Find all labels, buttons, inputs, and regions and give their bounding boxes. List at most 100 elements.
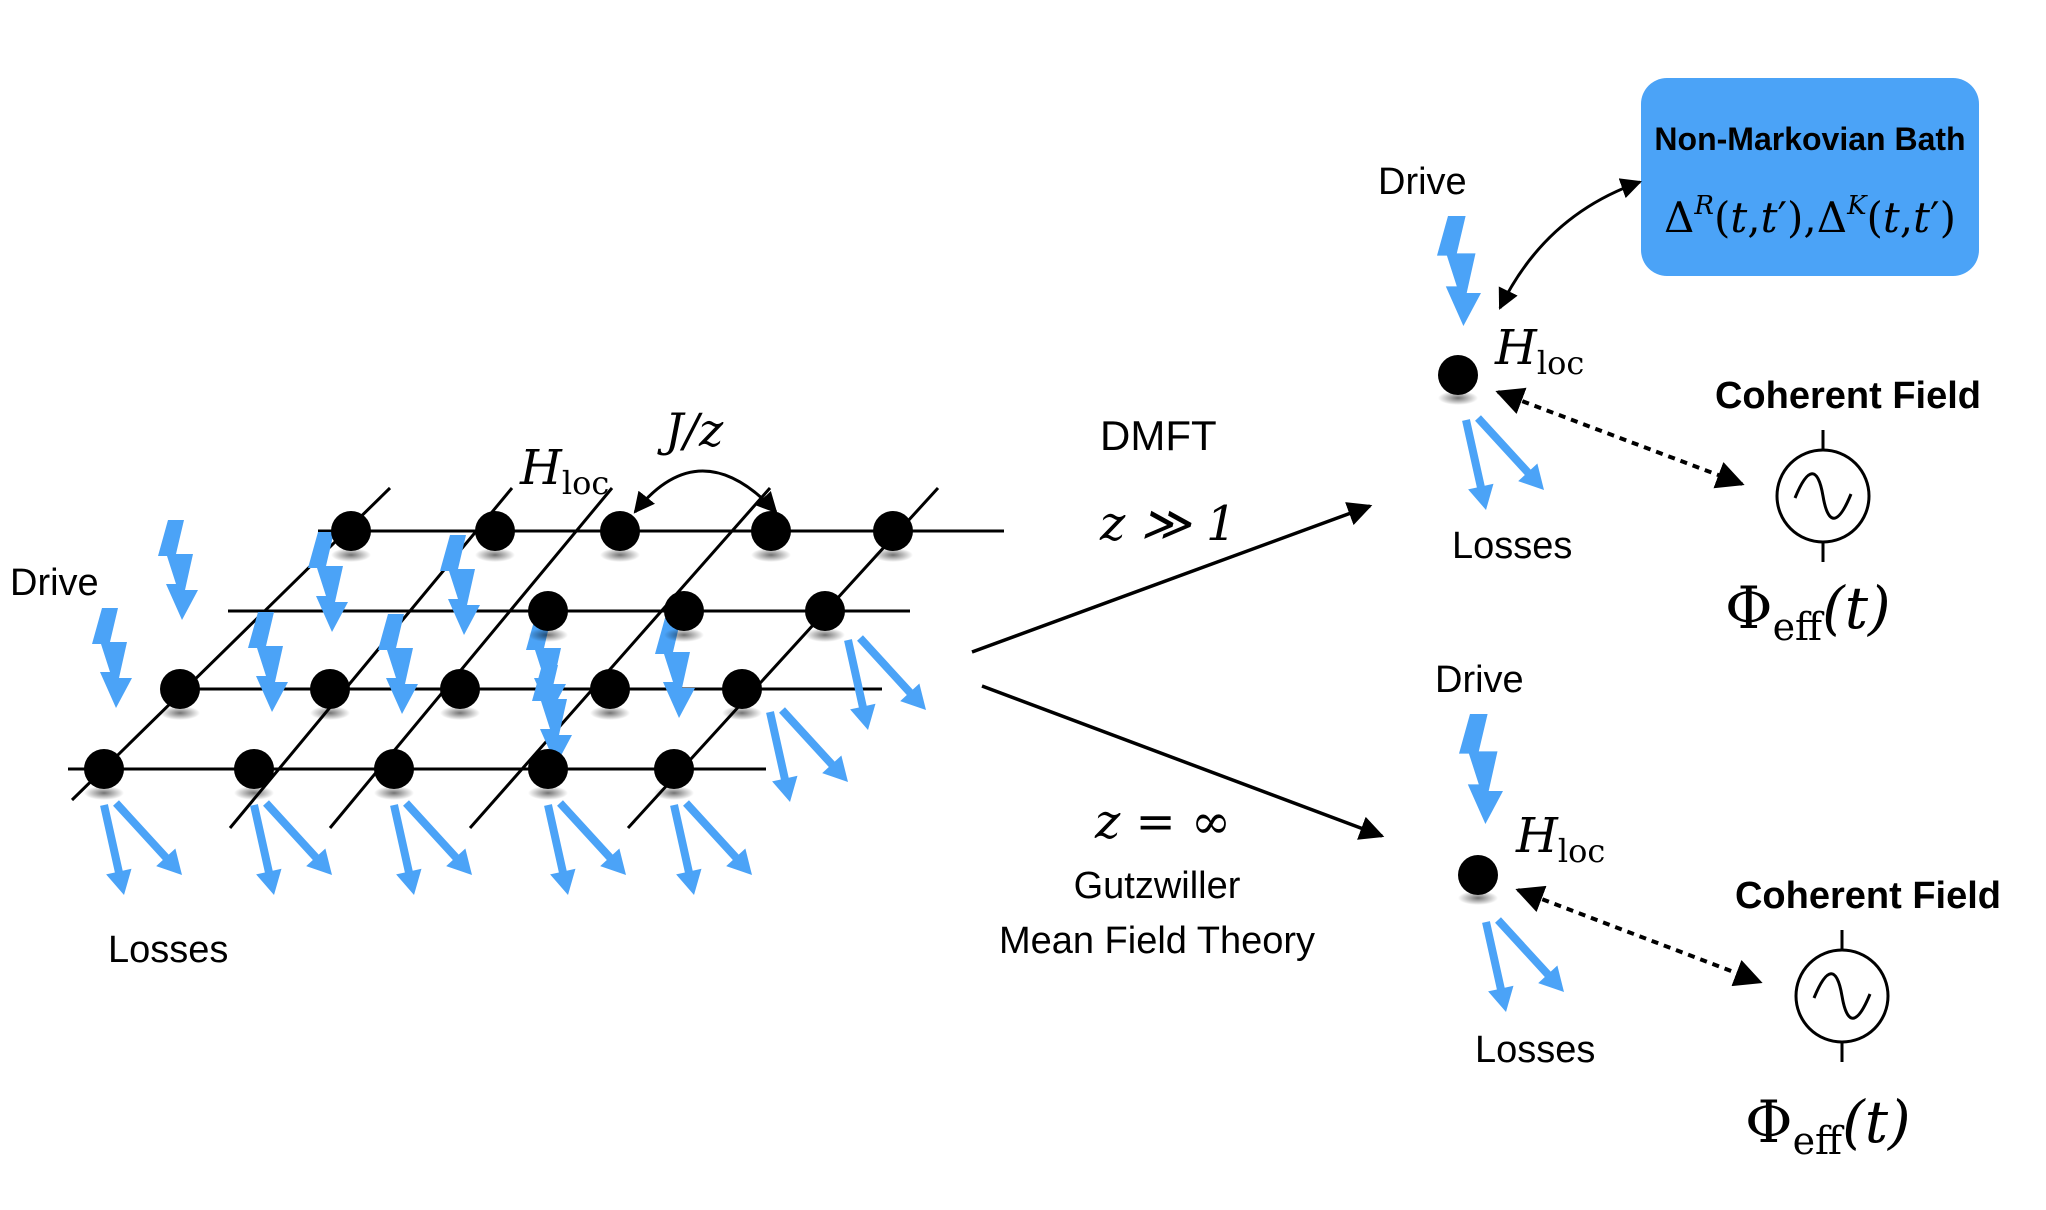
dmft-site-shadow [1438, 391, 1478, 405]
lattice-loss-arrows [100, 635, 926, 895]
lattice-site-shadow [440, 706, 480, 720]
loss-arrow [1462, 419, 1494, 510]
gutzwiller-label-line1: Gutzwiller [1074, 865, 1241, 907]
lattice-site [234, 749, 274, 789]
loss-arrow [100, 804, 132, 895]
dmft-coherent-field-title: Coherent Field [1715, 375, 1981, 417]
loss-arrow [670, 804, 702, 895]
dmft-local-hamiltonian-label: Hloc [1494, 320, 1584, 382]
lattice-site [440, 669, 480, 709]
lattice-site [84, 749, 124, 789]
lattice-sites [84, 511, 913, 800]
lattice-site-shadow [751, 548, 791, 562]
lattice-site [654, 749, 694, 789]
bath-title: Non-Markovian Bath [1654, 121, 1965, 157]
lightning-bolt-icon [158, 520, 198, 620]
hopping-arc [633, 469, 778, 514]
lattice-site [475, 511, 515, 551]
lightning-bolt-icon [248, 612, 288, 712]
gutzwiller-branch-arrow [981, 684, 1385, 840]
loss-arrow [263, 800, 332, 875]
gutzwiller-condition-label: z = ∞ [1094, 794, 1231, 850]
dmft-losses-label: Losses [1452, 525, 1572, 567]
gutzwiller-label-line2: Mean Field Theory [999, 920, 1315, 962]
lattice-site-shadow [160, 706, 200, 720]
loss-arrow [1495, 917, 1564, 992]
bath-coupling-arrow [1498, 178, 1642, 310]
dmft-drive-label: Drive [1378, 161, 1467, 203]
bath-formula: ΔR(t,t′),ΔK(t,t′) [1664, 191, 1956, 242]
lattice-site [664, 591, 704, 631]
lattice: J/z Hloc Drive Losses [10, 403, 1004, 971]
loss-arrow [1475, 415, 1544, 490]
non-markovian-bath-box [1641, 78, 1979, 276]
gutzwiller-site [1458, 855, 1498, 895]
loss-arrow [766, 711, 798, 802]
lattice-losses-label: Losses [108, 929, 228, 971]
lightning-bolt-icon [92, 608, 132, 708]
dmft-field-sine-icon [1793, 472, 1853, 520]
lattice-site [805, 591, 845, 631]
lattice-site [160, 669, 200, 709]
lattice-site [722, 669, 762, 709]
lattice-site [528, 591, 568, 631]
gutzwiller-field-coupling-arrow [1515, 885, 1763, 987]
loss-arrow [857, 635, 926, 710]
lattice-site-shadow [528, 628, 568, 642]
lattice-site [590, 669, 630, 709]
dmft-field-symbol: Φeff(t) [1725, 574, 1891, 649]
loss-arrow [1482, 921, 1514, 1012]
lattice-site [600, 511, 640, 551]
loss-arrow [250, 804, 282, 895]
lattice-site-shadow [331, 548, 371, 562]
loss-arrow [113, 800, 182, 875]
gutzwiller-field-symbol: Φeff(t) [1745, 1088, 1911, 1163]
gutzwiller-site-panel: Drive Hloc Losses Coherent Field Φeff(t) [1435, 659, 2001, 1163]
lattice-local-hamiltonian-label: Hloc [519, 440, 609, 502]
lattice-site-shadow [475, 548, 515, 562]
lattice-site-shadow [805, 628, 845, 642]
gutzwiller-local-hamiltonian-label: Hloc [1515, 808, 1605, 870]
dmft-site-panel: Drive Hloc Losses Non-Markovian Bath ΔR(… [1378, 78, 1981, 649]
lattice-site-shadow [654, 786, 694, 800]
loss-arrow [779, 707, 848, 782]
gutzwiller-loss-arrows [1482, 917, 1564, 1012]
lattice-site [751, 511, 791, 551]
lattice-site-shadow [722, 706, 762, 720]
lightning-bolt-icon [440, 535, 480, 635]
gutzwiller-drive-bolt [1459, 714, 1503, 824]
dmft-site [1438, 355, 1478, 395]
lattice-site-shadow [664, 628, 704, 642]
loss-arrow [403, 800, 472, 875]
lattice-site-shadow [590, 706, 630, 720]
lattice-site-shadow [234, 786, 274, 800]
loss-arrow [844, 639, 876, 730]
lattice-site [310, 669, 350, 709]
lattice-site-shadow [374, 786, 414, 800]
dmft-branch-arrow [971, 502, 1373, 654]
lightning-bolt-icon [1437, 216, 1481, 326]
dmft-condition-label: z ≫ 1 [1099, 496, 1237, 552]
gutzwiller-losses-label: Losses [1475, 1029, 1595, 1071]
lightning-bolt-icon [532, 665, 572, 765]
lattice-site [528, 749, 568, 789]
lattice-site [331, 511, 371, 551]
gutzwiller-coherent-field-title: Coherent Field [1735, 875, 2001, 917]
hopping-label: J/z [657, 403, 724, 457]
lattice-site-shadow [873, 548, 913, 562]
loss-arrow [390, 804, 422, 895]
lattice-site [374, 749, 414, 789]
lightning-bolt-icon [378, 614, 418, 714]
dmft-field-coupling-arrow [1495, 387, 1745, 489]
lattice-site-shadow [600, 548, 640, 562]
dmft-drive-bolt [1437, 216, 1481, 326]
lattice-site [873, 511, 913, 551]
dmft-label: DMFT [1100, 412, 1217, 459]
gutzwiller-drive-label: Drive [1435, 659, 1524, 701]
loss-arrow [557, 800, 626, 875]
lightning-bolt-icon [655, 618, 695, 718]
lattice-diagonal-line [468, 487, 772, 829]
lattice-site-shadow [310, 706, 350, 720]
lightning-bolt-icon [308, 532, 348, 632]
